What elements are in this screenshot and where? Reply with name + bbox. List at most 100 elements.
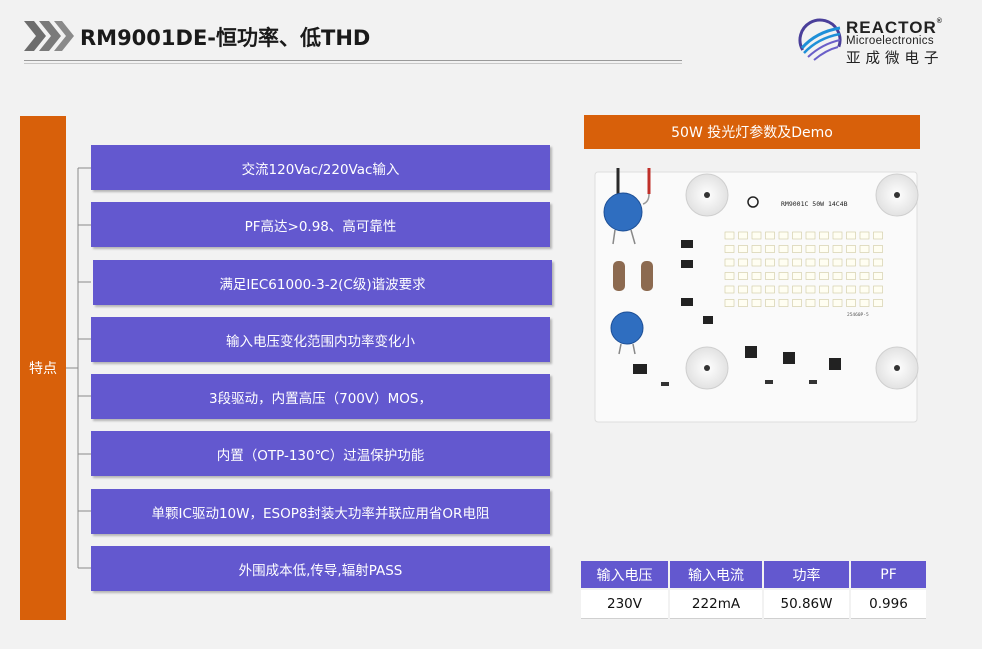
param-cell-pf: 0.996: [851, 590, 926, 619]
led-chip: [819, 285, 829, 294]
led-chip: [859, 258, 870, 267]
led-chip: [805, 272, 816, 280]
led-chip: [805, 285, 816, 294]
logo-subtitle: Microelectronics: [846, 35, 934, 47]
led-chip: [751, 285, 762, 294]
led-chip: [751, 299, 762, 307]
led-chip: [873, 272, 883, 280]
led-chip: [738, 231, 748, 240]
led-chip: [832, 299, 843, 307]
demo-header: 50W 投光灯参数及Demo: [584, 115, 920, 149]
page-title: RM9001DE-恒功率、低THD: [80, 26, 371, 50]
features-tag-label: 特点: [29, 361, 57, 377]
led-chip: [765, 245, 775, 253]
led-chip: [738, 272, 748, 280]
led-chip: [765, 285, 775, 294]
led-chip: [778, 285, 789, 294]
pcb-board-label: RM9001C 50W 14C4B: [781, 200, 848, 208]
led-chip: [805, 258, 816, 267]
led-chip: [832, 272, 843, 280]
param-col-input-current: 输入电流: [670, 561, 762, 588]
led-chip: [765, 231, 775, 240]
led-chip: [846, 299, 856, 307]
led-chip: [724, 272, 735, 280]
led-chip: [792, 299, 802, 307]
pcb-board-image: RM9001C 50W 14C4B 25460P-5: [594, 168, 919, 423]
logo-name: REACTOR: [846, 18, 937, 37]
led-chip: [832, 231, 843, 240]
features-bracket: [66, 167, 91, 569]
params-header-row: 输入电压 输入电流 功率 PF: [581, 561, 926, 588]
led-chip: [819, 272, 829, 280]
led-chip: [832, 245, 843, 253]
chevron-right-icon: [24, 21, 74, 51]
led-chip: [724, 258, 735, 267]
led-chip: [724, 231, 735, 240]
demo-header-label: 50W 投光灯参数及Demo: [671, 125, 833, 141]
led-chip: [778, 258, 789, 267]
led-chip: [792, 231, 802, 240]
param-col-power: 功率: [764, 561, 849, 588]
led-chip: [738, 285, 748, 294]
led-chip: [859, 299, 870, 307]
led-chip: [724, 299, 735, 307]
param-col-pf: PF: [851, 561, 926, 588]
param-cell-power: 50.86W: [764, 590, 849, 619]
reactor-logo-icon: [798, 18, 842, 62]
led-chip: [859, 245, 870, 253]
led-chip: [751, 245, 762, 253]
logo-cn-name: 亚成微电子: [846, 51, 944, 67]
led-chip: [792, 285, 802, 294]
title-divider-secondary: [24, 63, 682, 64]
feature-item-pf: PF高达>0.98、高可靠性: [91, 202, 550, 247]
led-chip: [751, 272, 762, 280]
led-chip: [859, 272, 870, 280]
led-chip: [765, 258, 775, 267]
led-chip: [805, 231, 816, 240]
led-chip: [724, 285, 735, 294]
led-chip: [805, 245, 816, 253]
led-chip: [738, 258, 748, 267]
param-col-input-voltage: 输入电压: [581, 561, 668, 588]
led-chip: [778, 231, 789, 240]
led-chip: [819, 299, 829, 307]
pcb-board-code: 25460P-5: [847, 312, 869, 318]
led-chip: [832, 258, 843, 267]
led-chip: [873, 258, 883, 267]
led-chip: [859, 285, 870, 294]
param-cell-current: 222mA: [670, 590, 762, 619]
feature-item-otp: 内置（OTP-130℃）过温保护功能: [91, 431, 550, 476]
feature-item-drive-mos: 3段驱动，内置高压（700V）MOS，: [91, 374, 550, 419]
feature-item-low-cost: 外围成本低,传导,辐射PASS: [91, 546, 550, 591]
table-row: 230V 222mA 50.86W 0.996: [581, 590, 926, 619]
params-table: 输入电压 输入电流 功率 PF 230V 222mA 50.86W 0.996: [579, 559, 928, 621]
led-chip: [819, 258, 829, 267]
led-chip: [751, 258, 762, 267]
company-logo: REACTOR® Microelectronics 亚成微电子: [796, 16, 976, 67]
features-tag: 特点: [20, 116, 66, 620]
led-chip: [724, 245, 735, 253]
led-chip: [778, 299, 789, 307]
led-chip: [846, 231, 856, 240]
led-chip: [873, 231, 883, 240]
led-chip: [738, 299, 748, 307]
led-chip: [751, 231, 762, 240]
led-chip: [778, 245, 789, 253]
led-chip: [873, 285, 883, 294]
led-chip: [819, 245, 829, 253]
led-chip: [819, 231, 829, 240]
led-chip: [873, 299, 883, 307]
led-chip: [792, 272, 802, 280]
led-chip: [805, 299, 816, 307]
feature-item-input-voltage: 交流120Vac/220Vac输入: [91, 145, 550, 190]
param-cell-voltage: 230V: [581, 590, 668, 619]
feature-item-harmonics: 满足IEC61000-3-2(C级)谐波要求: [93, 260, 552, 305]
led-chip: [846, 258, 856, 267]
led-chip: [846, 245, 856, 253]
led-chip: [778, 272, 789, 280]
feature-item-power-stability: 输入电压变化范围内功率变化小: [91, 317, 550, 362]
led-chip: [738, 245, 748, 253]
led-chip: [765, 299, 775, 307]
led-chip: [792, 258, 802, 267]
led-chip: [859, 231, 870, 240]
